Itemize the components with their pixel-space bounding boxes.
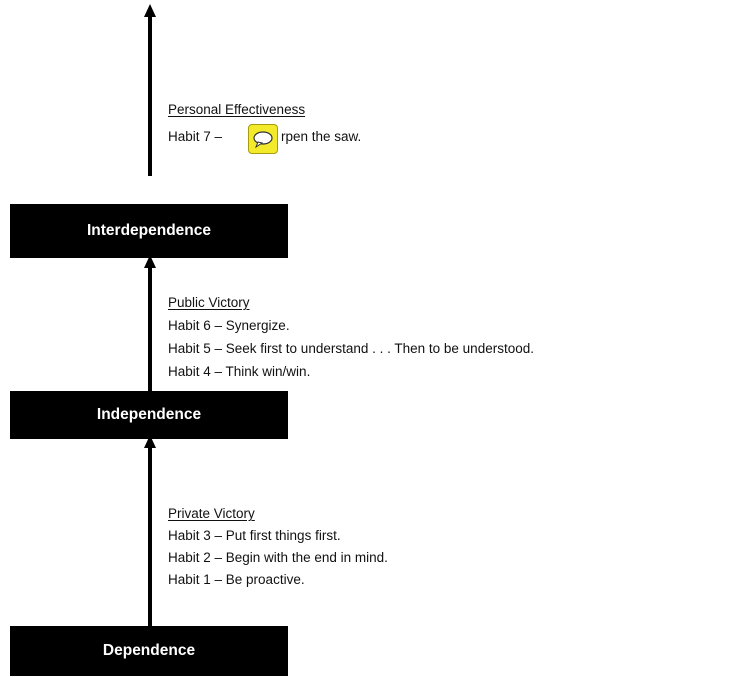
habit-6: Habit 6 – Synergize.	[168, 318, 290, 333]
private-victory-heading: Private Victory	[168, 506, 255, 521]
dependence-box: Dependence	[10, 626, 288, 676]
independence-label: Independence	[96, 406, 202, 423]
arrowhead-top	[144, 4, 156, 17]
speech-bubble-comment-icon[interactable]	[248, 124, 278, 154]
habit-1: Habit 1 – Be proactive.	[168, 572, 305, 587]
personal-effectiveness-group: Personal Effectiveness	[168, 100, 305, 120]
dependence-label: Dependence	[102, 642, 196, 659]
interdependence-box: Interdependence	[10, 204, 288, 258]
habit-7-text-end: rpen the saw.	[281, 129, 362, 144]
private-victory-group: Private Victory Habit 3 – Put first thin…	[168, 504, 388, 590]
speech-bubble-icon	[253, 131, 273, 148]
independence-box: Independence	[10, 391, 288, 439]
interdependence-label: Interdependence	[86, 222, 212, 239]
habit-4: Habit 4 – Think win/win.	[168, 364, 311, 379]
arrowhead-bottom	[144, 435, 156, 448]
habit-2: Habit 2 – Begin with the end in mind.	[168, 550, 388, 565]
habit-3: Habit 3 – Put first things first.	[168, 528, 341, 543]
public-victory-group: Public Victory Habit 6 – Synergize. Habi…	[168, 293, 534, 382]
habit-5: Habit 5 – Seek first to understand . . .…	[168, 341, 534, 356]
public-victory-heading: Public Victory	[168, 295, 250, 310]
arrowhead-middle	[144, 255, 156, 268]
habit-7-prefix: Habit 7 –	[168, 129, 223, 144]
personal-effectiveness-heading: Personal Effectiveness	[168, 102, 306, 117]
